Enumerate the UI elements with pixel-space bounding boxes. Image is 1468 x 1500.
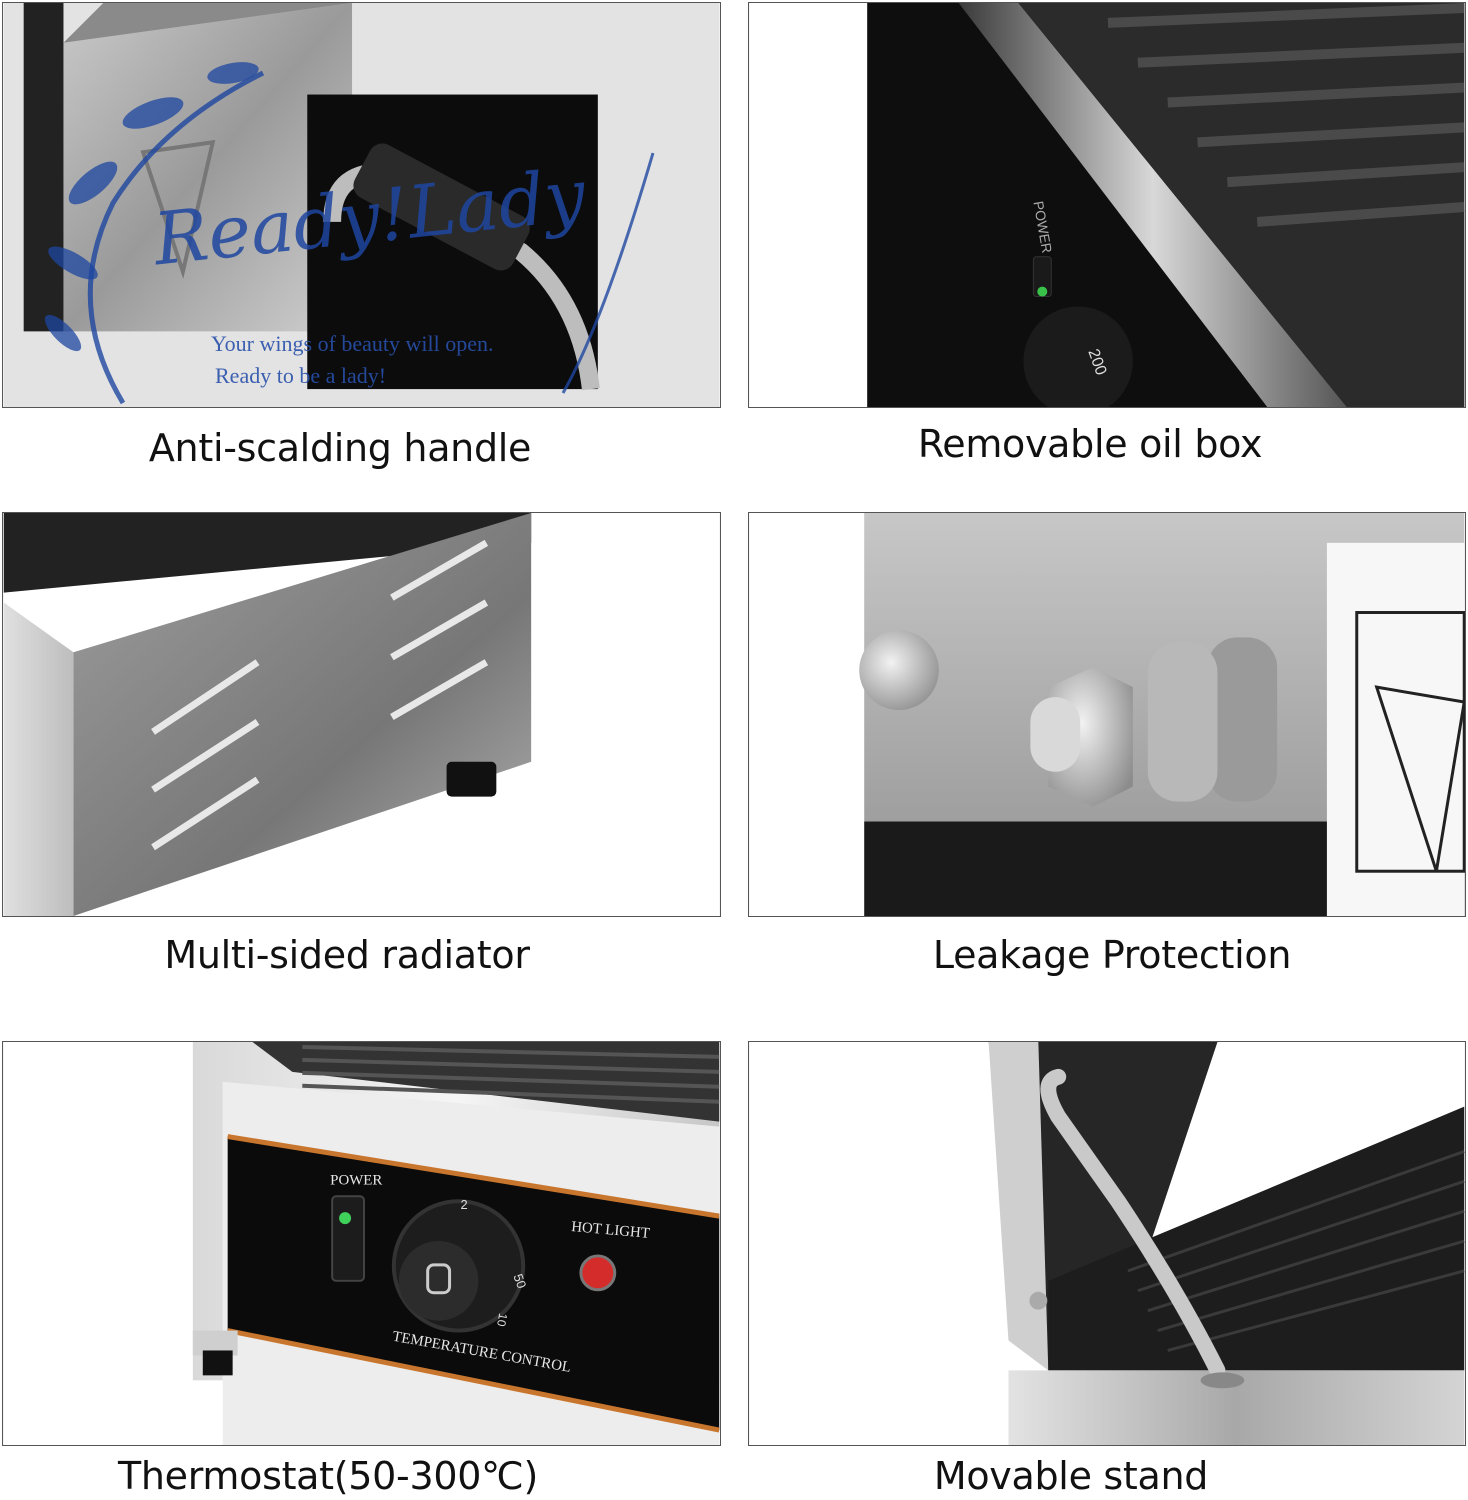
caption-anti-scalding-handle: Anti-scalding handle (148, 426, 532, 470)
thermostat-photo: POWER 2 50 10 HOT LIGHT TEMPERATURE CONT… (3, 1042, 720, 1445)
panel-multi-sided-radiator (2, 512, 721, 917)
caption-movable-stand: Movable stand (933, 1454, 1209, 1498)
movable-stand-photo (749, 1042, 1465, 1445)
panel-thermostat: POWER 2 50 10 HOT LIGHT TEMPERATURE CONT… (2, 1041, 721, 1446)
multi-sided-radiator-photo (3, 513, 720, 916)
panel-anti-scalding-handle: Ready!Lady Your wings of beauty will ope… (2, 2, 721, 408)
dial-label-10: 10 (494, 1312, 510, 1328)
dial-label-50: 50 (510, 1272, 529, 1291)
panel-movable-stand (748, 1041, 1466, 1446)
panel-leakage-protection (748, 512, 1466, 917)
panel-removable-oil-box: 200 POWER (748, 2, 1466, 408)
caption-multi-sided-radiator: Multi-sided radiator (164, 933, 530, 977)
leakage-protection-photo (749, 513, 1465, 916)
caption-leakage-protection: Leakage Protection (932, 933, 1292, 977)
caption-thermostat: Thermostat(50-300℃) (117, 1454, 538, 1498)
dial-label-2: 2 (461, 1197, 468, 1212)
hot-light-label: HOT LIGHT (571, 1219, 651, 1242)
removable-oil-box-photo: 200 POWER (749, 3, 1465, 407)
anti-scalding-handle-photo (3, 3, 720, 407)
power-label: POWER (330, 1172, 382, 1188)
caption-removable-oil-box: Removable oil box (917, 422, 1263, 466)
